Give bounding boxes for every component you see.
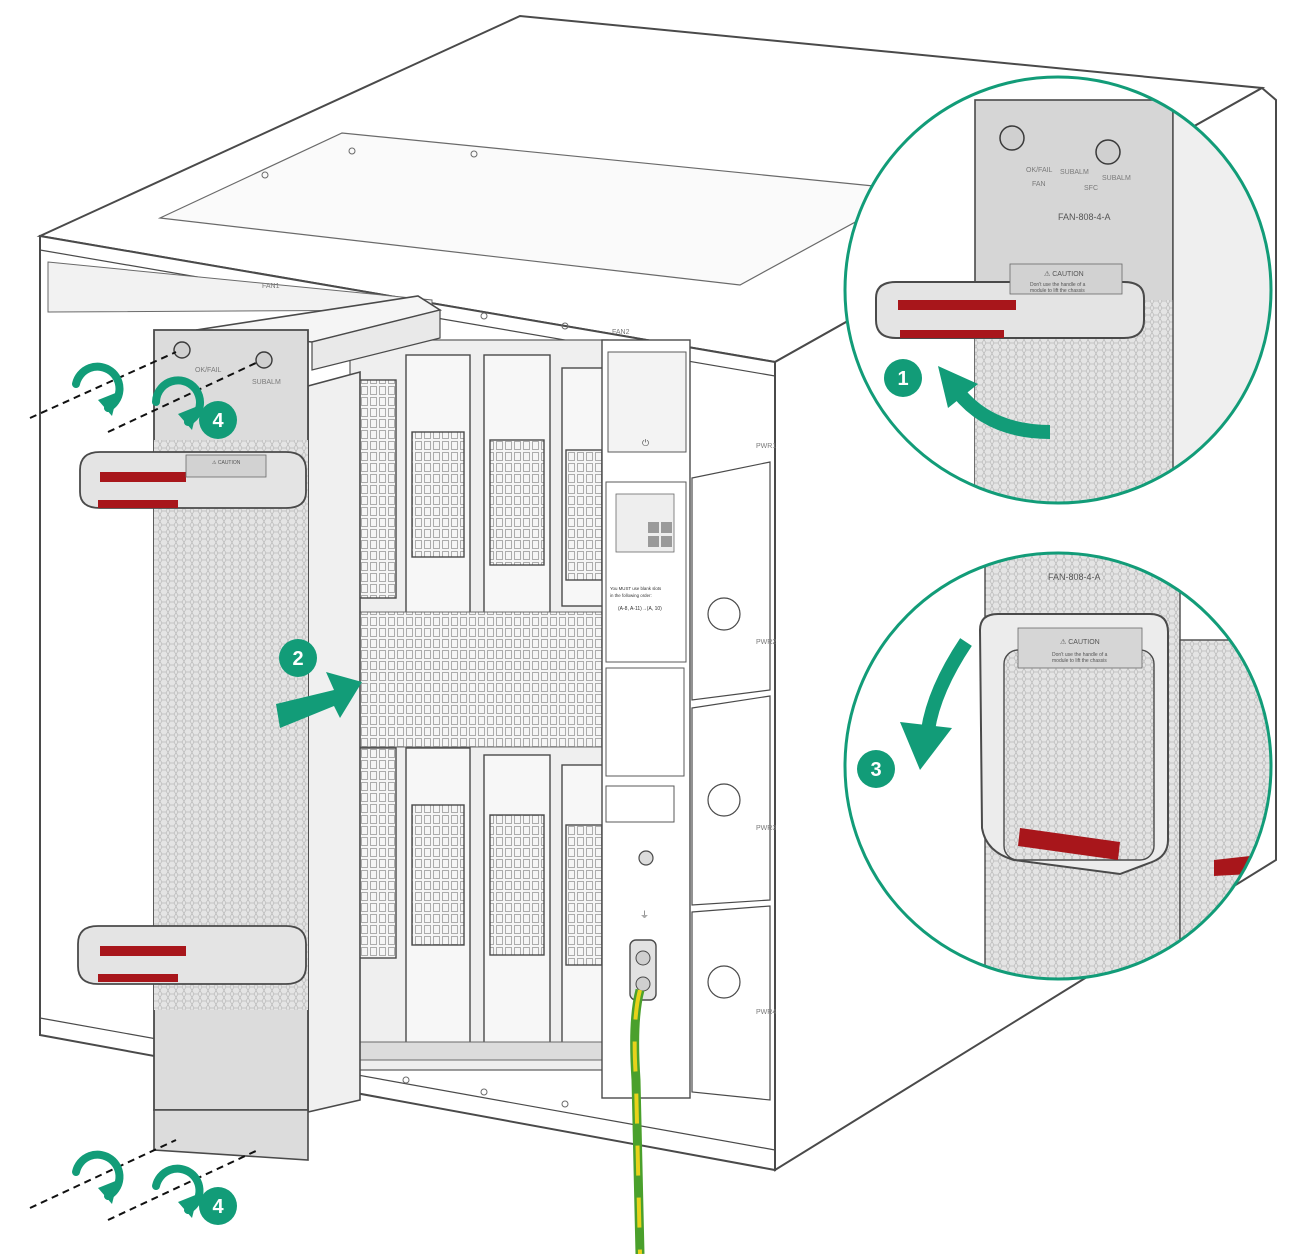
- zoom-top-caution-text-1: Don't use the handle of a: [1030, 282, 1086, 288]
- module-handle-upper: ⚠ CAUTION: [79, 451, 307, 509]
- zoom-led-ok-fail: OK/FAIL: [1026, 167, 1053, 174]
- fan-trays-upper: [355, 354, 605, 618]
- module-top-screws: [173, 341, 273, 369]
- push-arrow[interactable]: [276, 672, 362, 728]
- power-slots: PWR1 PWR2 PWR3 PWR4: [691, 443, 776, 1101]
- fan2-power-panel: FAN2 ⏻ You MUST use blank slots in the f…: [601, 329, 691, 1099]
- ground-cable: [630, 988, 645, 1254]
- pwr4-label: PWR4: [756, 1009, 776, 1016]
- pwr3-label: PWR3: [756, 825, 776, 832]
- zoom-circle-bottom: FAN-808-4-A ⚠ CAUTION Don't use the hand…: [843, 551, 1273, 981]
- rotate-arrows: [72, 362, 204, 1214]
- fan-mesh-middle: [355, 611, 605, 748]
- zoom-led-sfc: SFC: [1084, 185, 1098, 192]
- slot-order-line-3: (A-8, A-11)→(A, 10): [618, 606, 662, 612]
- rotate-arrow-top-right: [152, 376, 204, 426]
- fan-tray-bay: [349, 339, 609, 1071]
- upper-caution-title: ⚠ CAUTION: [212, 460, 241, 466]
- module-led-ok-fail: OK/FAIL: [195, 367, 222, 374]
- zoom-led-sub2: SUBALM: [1102, 175, 1131, 182]
- pwr1-label: PWR1: [756, 443, 776, 450]
- zoom-bottom-caution-text-1: Don't use the handle of a: [1052, 652, 1108, 658]
- screw-guides: [29, 351, 259, 1221]
- zoom-led-fan: FAN: [1032, 181, 1046, 188]
- lower-handle-arrow[interactable]: [921, 638, 972, 732]
- fan-module: OK/FAIL SUBALM ⚠ CAUTION: [77, 295, 443, 1161]
- module-led-sub: SUBALM: [252, 379, 281, 386]
- step-badge-3: 3: [857, 750, 895, 788]
- module-handle-lower: [77, 925, 307, 985]
- zoom-top-caution-text-2: module to lift the chassis: [1030, 288, 1085, 294]
- fan2-slot-label: FAN2: [612, 329, 630, 336]
- lift-handle-arrow[interactable]: [952, 387, 1051, 439]
- zoom-model-label: FAN-808-4-A: [1058, 212, 1111, 222]
- rotate-arrow-bottom-right: [152, 1164, 204, 1214]
- slot-order-line-2: in the following order:: [610, 593, 652, 598]
- zoom-bottom-caution-title: ⚠ CAUTION: [1060, 638, 1100, 646]
- zoom-top-caution-title: ⚠ CAUTION: [1044, 270, 1084, 278]
- ground-symbol: ⏚: [640, 910, 649, 920]
- zoom-led-sub1: SUBALM: [1060, 169, 1089, 176]
- svg-text:4: 4: [212, 410, 224, 432]
- slot-order-line-1: You MUST use blank slots: [610, 586, 662, 591]
- fan-trays-lower: [355, 747, 605, 1049]
- step-badge-2: 2: [279, 639, 317, 677]
- rotate-arrow-top-left: [72, 362, 124, 412]
- ground-screw: [638, 850, 654, 866]
- step-badge-4-top: 4: [199, 401, 237, 439]
- zoom-bottom-caution-text-2: module to lift the chassis: [1052, 658, 1107, 664]
- svg-text:2: 2: [292, 648, 303, 670]
- svg-text:3: 3: [870, 759, 881, 781]
- power-switch-symbol: ⏻: [642, 438, 649, 448]
- zoom-bottom-model-label: FAN-808-4-A: [1048, 572, 1101, 582]
- step-badge-1: 1: [884, 359, 922, 397]
- svg-text:1: 1: [897, 368, 908, 390]
- step-badge-4-bottom: 4: [199, 1187, 237, 1225]
- rotate-arrow-bottom-left: [72, 1150, 124, 1200]
- step-badges: 1 2 3 4 4: [199, 359, 922, 1225]
- pwr2-label: PWR2: [756, 639, 776, 646]
- svg-text:4: 4: [212, 1196, 224, 1218]
- fan1-slot-label: FAN1: [262, 283, 280, 290]
